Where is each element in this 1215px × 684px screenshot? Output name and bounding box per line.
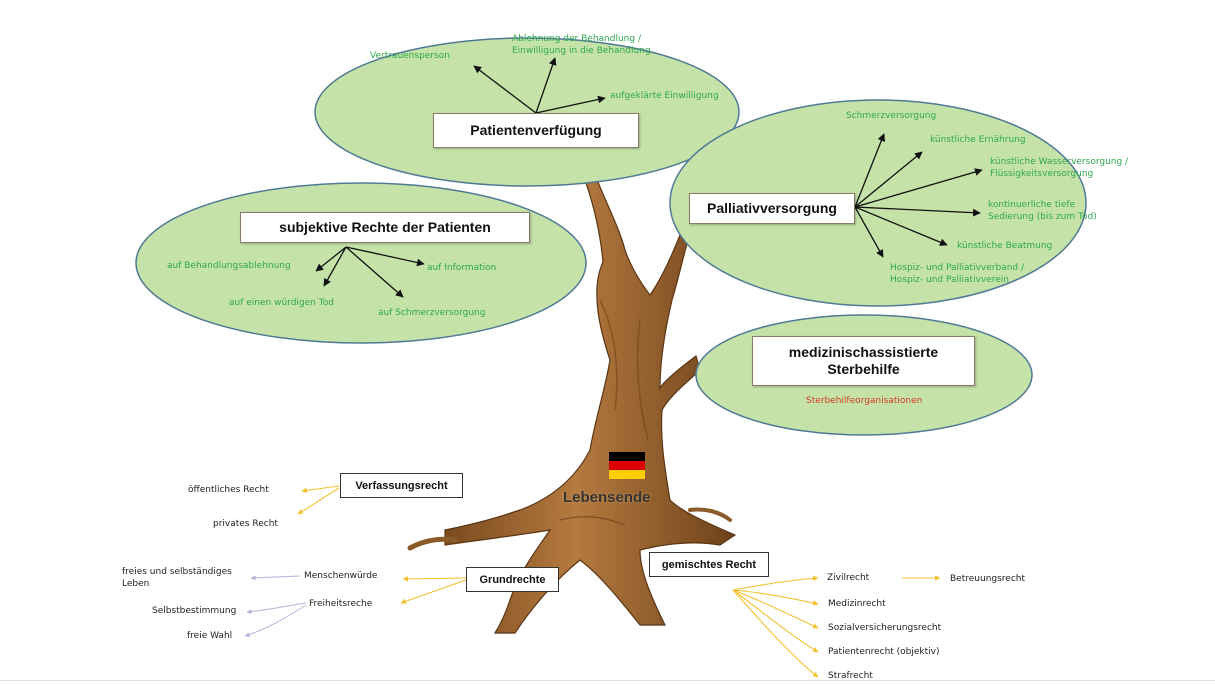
pv-item-vertrauensperson: Vertrauensperson bbox=[370, 51, 450, 61]
gemischt-item-strafrecht: Strafrecht bbox=[828, 671, 873, 681]
gemischt-item-medizinrecht: Medizinrecht bbox=[828, 599, 886, 609]
palliativ-item-hospiz: Hospiz- und Palliativverband / Hospiz- u… bbox=[890, 262, 1050, 286]
grundrechte-item-freiheitsreche: Freiheitsreche bbox=[309, 599, 373, 609]
gemischt-item-zivilrecht: Zivilrecht bbox=[827, 573, 870, 583]
gemischtes-recht-box[interactable]: gemischtes Recht bbox=[649, 552, 769, 577]
rechte-item-behandlungsablehnung: auf Behandlungsablehnung bbox=[167, 261, 291, 271]
palliativversorgung-box[interactable]: Palliativversorgung bbox=[689, 193, 855, 224]
grundrechte-sub-leben-text: freies und selbständiges Leben bbox=[122, 567, 232, 590]
grundrechte-sub-freie-wahl: freie Wahl bbox=[187, 631, 233, 641]
grundrechte-sub-arrows bbox=[244, 575, 307, 638]
rechte-item-schmerzversorgung: auf Schmerzversorgung bbox=[378, 308, 486, 318]
bottom-divider bbox=[0, 680, 1215, 681]
germany-flag-icon bbox=[609, 452, 645, 479]
palliativ-item-sedierung: kontinuerliche tiefe Sedierung (bis zum … bbox=[988, 199, 1123, 223]
palliativ-item-wasser: künstliche Wasserversorgung / Flüssigkei… bbox=[990, 156, 1155, 180]
verfassung-item-oeffentlich: öffentliches Recht bbox=[188, 485, 269, 495]
center-label: Lebensende bbox=[563, 489, 651, 506]
palliativ-item-schmerz: Schmerzversorgung bbox=[846, 111, 937, 121]
palliativ-item-beatmung: künstliche Beatmung bbox=[957, 241, 1053, 251]
verfassungsrecht-box[interactable]: Verfassungsrecht bbox=[340, 473, 463, 498]
grundrechte-sub-selbstbestimmung: Selbstbestimmung bbox=[152, 606, 237, 616]
subjektive-rechte-box[interactable]: subjektive Rechte der Patienten bbox=[240, 212, 530, 243]
grundrechte-sub-leben: freies und selbständiges Leben bbox=[122, 566, 244, 590]
pv-item-ablehnung-text: Ablehnung der Behandlung / Einwilligung … bbox=[512, 34, 651, 57]
grundrechte-box[interactable]: Grundrechte bbox=[466, 567, 559, 592]
patientenverfuegung-box[interactable]: Patientenverfügung bbox=[433, 113, 639, 148]
grundrechte-item-menschenwuerde: Menschenwürde bbox=[304, 571, 378, 581]
gemischt-item-patientenrecht: Patientenrecht (objektiv) bbox=[828, 647, 940, 657]
palliativ-item-hospiz-text: Hospiz- und Palliativverband / Hospiz- u… bbox=[890, 263, 1025, 286]
law-arrows bbox=[297, 485, 941, 678]
sterbehilfe-box[interactable]: medizinischassistierte Sterbehilfe bbox=[752, 336, 975, 386]
palliativ-item-ernaehrung: künstliche Ernährung bbox=[930, 135, 1026, 145]
rechte-item-wuerdiger-tod: auf einen würdigen Tod bbox=[229, 298, 334, 308]
sterbehilfe-item-organisationen: Sterbehilfeorganisationen bbox=[806, 396, 923, 406]
verfassung-item-privat: privates Recht bbox=[213, 519, 278, 529]
leaf-arrows bbox=[315, 57, 983, 298]
gemischt-sub-betreuungsrecht: Betreuungsrecht bbox=[950, 574, 1026, 584]
pv-item-ablehnung: Ablehnung der Behandlung / Einwilligung … bbox=[512, 33, 677, 57]
palliativ-item-wasser-text: künstliche Wasserversorgung / Flüssigkei… bbox=[990, 157, 1129, 180]
tree-trunk bbox=[407, 179, 737, 634]
gemischt-item-sozialversicherungsrecht: Sozialversicherungsrecht bbox=[828, 623, 942, 633]
rechte-item-information: auf Information bbox=[427, 263, 497, 273]
pv-item-aufgeklaerte: aufgeklärte Einwilligung bbox=[610, 91, 719, 101]
palliativ-item-sedierung-text: kontinuerliche tiefe Sedierung (bis zum … bbox=[988, 200, 1097, 223]
